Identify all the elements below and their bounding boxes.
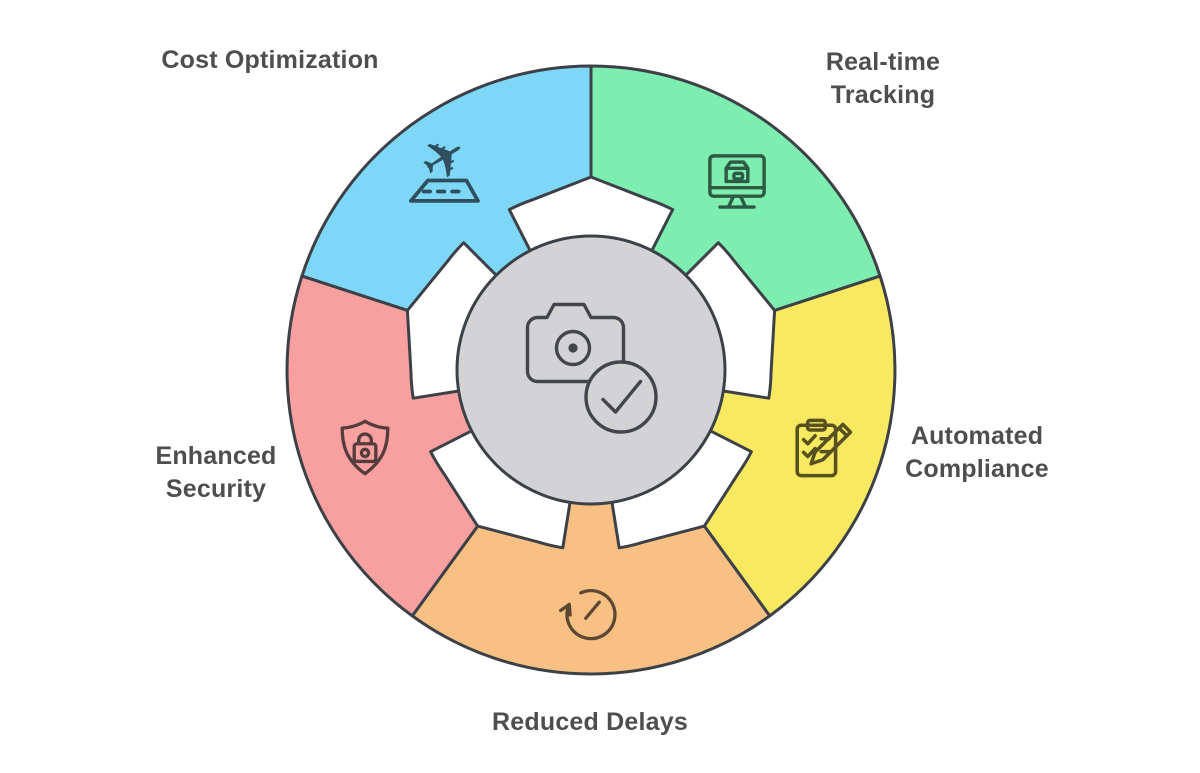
label-enhanced-security: Enhanced Security bbox=[155, 442, 277, 503]
checklist-check-2 bbox=[801, 446, 817, 459]
package-label bbox=[732, 171, 745, 181]
monitor-package-icon bbox=[708, 154, 766, 209]
checklist-check-1 bbox=[801, 434, 817, 446]
check-mark bbox=[601, 379, 643, 414]
runway-base bbox=[408, 178, 480, 203]
label-reduced-delays: Reduced Delays bbox=[492, 708, 688, 736]
label-cost-optimization: Cost Optimization bbox=[161, 46, 379, 74]
clipboard-board bbox=[795, 423, 838, 478]
clock-hand bbox=[584, 600, 601, 620]
clipboard-pencil-icon bbox=[795, 418, 853, 478]
arrowhead bbox=[559, 602, 572, 617]
monitor-stand bbox=[718, 195, 756, 209]
clock-refresh-icon bbox=[559, 589, 617, 641]
camera-lens bbox=[554, 329, 592, 367]
clipboard-clip bbox=[805, 418, 827, 432]
center-circle bbox=[455, 234, 727, 506]
camera-check-icon bbox=[525, 302, 658, 434]
check-circle-icon bbox=[584, 360, 658, 434]
shield-outline bbox=[340, 419, 390, 476]
camera-icon bbox=[525, 302, 626, 384]
lock-shackle bbox=[357, 432, 373, 446]
package-box bbox=[724, 160, 750, 184]
lock-body bbox=[352, 442, 378, 464]
pencil bbox=[809, 422, 853, 466]
label-automated-compliance: Automated Compliance bbox=[905, 422, 1049, 483]
label-real-time-tracking: Real-time Tracking bbox=[825, 48, 941, 109]
clock-arc bbox=[565, 589, 617, 641]
camera-lens-dot bbox=[568, 343, 578, 353]
lock-keyhole bbox=[359, 447, 371, 459]
monitor-screen bbox=[708, 154, 766, 198]
shield-lock-icon bbox=[340, 419, 390, 476]
pencil-eraser-line bbox=[837, 426, 849, 438]
